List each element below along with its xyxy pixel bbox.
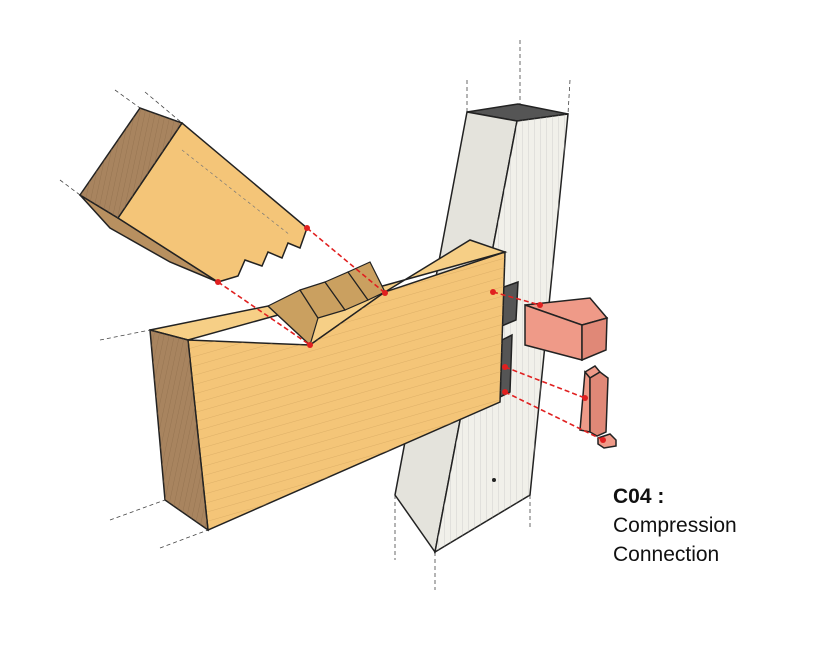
- assembly-points: [215, 225, 606, 443]
- key-front: [579, 370, 591, 433]
- main-beam: [149, 239, 508, 532]
- beam-notch-teeth: [266, 261, 386, 347]
- diagonal-brace: [78, 107, 308, 283]
- wedge-block-side: [581, 317, 608, 362]
- brace-side-face: [116, 121, 308, 283]
- key-side: [589, 371, 609, 437]
- caption-line-2: Connection: [613, 543, 720, 566]
- assembly-lines: [217, 227, 604, 441]
- connector-pieces: [524, 297, 617, 449]
- caption-code: C04 :: [613, 485, 665, 508]
- caption-line-1: Compression: [613, 514, 737, 537]
- guide-lines: [59, 40, 571, 590]
- caption: C04 : Compression Connection: [613, 482, 737, 569]
- peg-hole: [492, 478, 496, 482]
